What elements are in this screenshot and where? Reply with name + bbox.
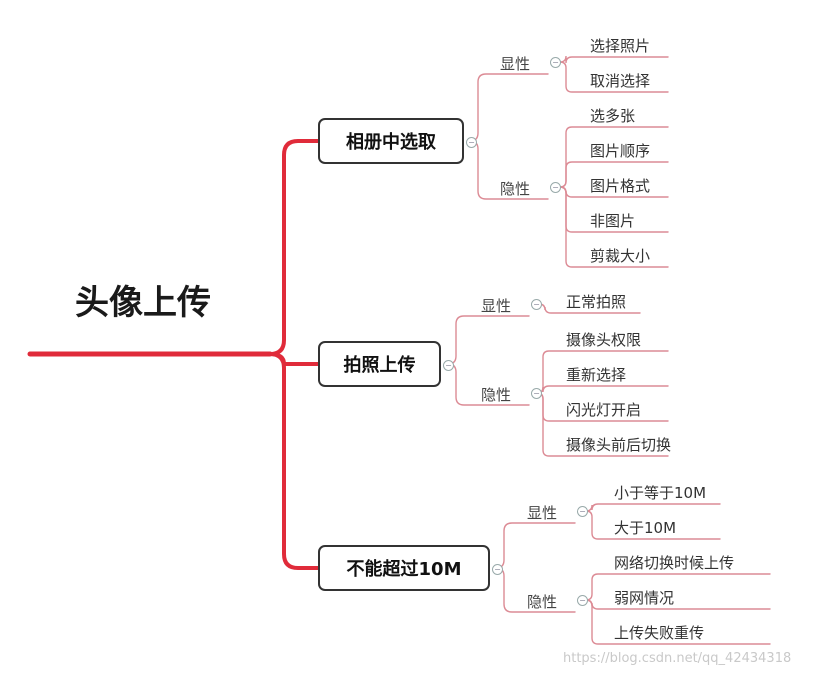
group-connector: [495, 522, 576, 569]
minus-circle-icon[interactable]: −: [492, 564, 503, 575]
root-topic[interactable]: 头像上传: [75, 283, 211, 323]
leaf-topic[interactable]: 非图片: [590, 212, 636, 230]
minus-circle-icon[interactable]: −: [550, 182, 561, 193]
trunk-connector: [268, 139, 320, 356]
leaf-connector: [585, 503, 721, 512]
minus-circle-icon[interactable]: −: [531, 299, 542, 310]
leaf-topic[interactable]: 选多张: [590, 107, 636, 125]
leaf-topic[interactable]: 摄像头前后切换: [566, 436, 672, 454]
minus-circle-icon[interactable]: −: [577, 506, 588, 517]
branch-topic-album[interactable]: 相册中选取: [318, 118, 464, 164]
minus-circle-icon[interactable]: −: [466, 137, 477, 148]
leaf-connector: [585, 599, 771, 645]
leaf-connector: [559, 161, 669, 188]
group-label-explicit: 显性: [500, 55, 531, 73]
leaf-topic[interactable]: 选择照片: [590, 37, 651, 55]
leaf-topic[interactable]: 弱网情况: [614, 589, 675, 607]
leaf-topic[interactable]: 重新选择: [566, 366, 627, 384]
group-connector: [447, 315, 530, 365]
group-connector: [469, 73, 549, 142]
minus-circle-icon[interactable]: −: [443, 360, 454, 371]
leaf-topic[interactable]: 正常拍照: [566, 293, 627, 311]
leaf-topic[interactable]: 上传失败重传: [614, 624, 705, 642]
leaf-connector: [559, 186, 669, 268]
leaf-topic[interactable]: 大于10M: [614, 519, 677, 537]
group-label-implicit: 隐性: [481, 386, 512, 404]
branch-topic-size-limit[interactable]: 不能超过10M: [318, 545, 490, 591]
leaf-topic[interactable]: 图片顺序: [590, 142, 651, 160]
leaf-connector: [559, 61, 669, 93]
leaf-topic[interactable]: 网络切换时候上传: [614, 554, 735, 572]
leaf-topic[interactable]: 摄像头权限: [566, 331, 642, 349]
branch-topic-camera[interactable]: 拍照上传: [318, 341, 441, 387]
minus-circle-icon[interactable]: −: [550, 57, 561, 68]
watermark: https://blog.csdn.net/qq_42434318: [563, 651, 792, 666]
group-label-explicit: 显性: [481, 297, 512, 315]
minus-circle-icon[interactable]: −: [531, 388, 542, 399]
leaf-topic[interactable]: 图片格式: [590, 177, 651, 195]
leaf-topic[interactable]: 小于等于10M: [614, 484, 707, 502]
trunk-connector: [268, 352, 320, 570]
leaf-connector: [559, 55, 669, 64]
group-label-implicit: 隐性: [500, 180, 531, 198]
leaf-connector: [585, 510, 721, 540]
group-label-implicit: 隐性: [527, 593, 558, 611]
group-label-explicit: 显性: [527, 504, 558, 522]
leaf-topic[interactable]: 闪光灯开启: [566, 401, 642, 419]
leaf-connector: [536, 385, 669, 394]
minus-circle-icon[interactable]: −: [577, 595, 588, 606]
leaf-topic[interactable]: 剪裁大小: [590, 247, 651, 265]
leaf-topic[interactable]: 取消选择: [590, 72, 651, 90]
